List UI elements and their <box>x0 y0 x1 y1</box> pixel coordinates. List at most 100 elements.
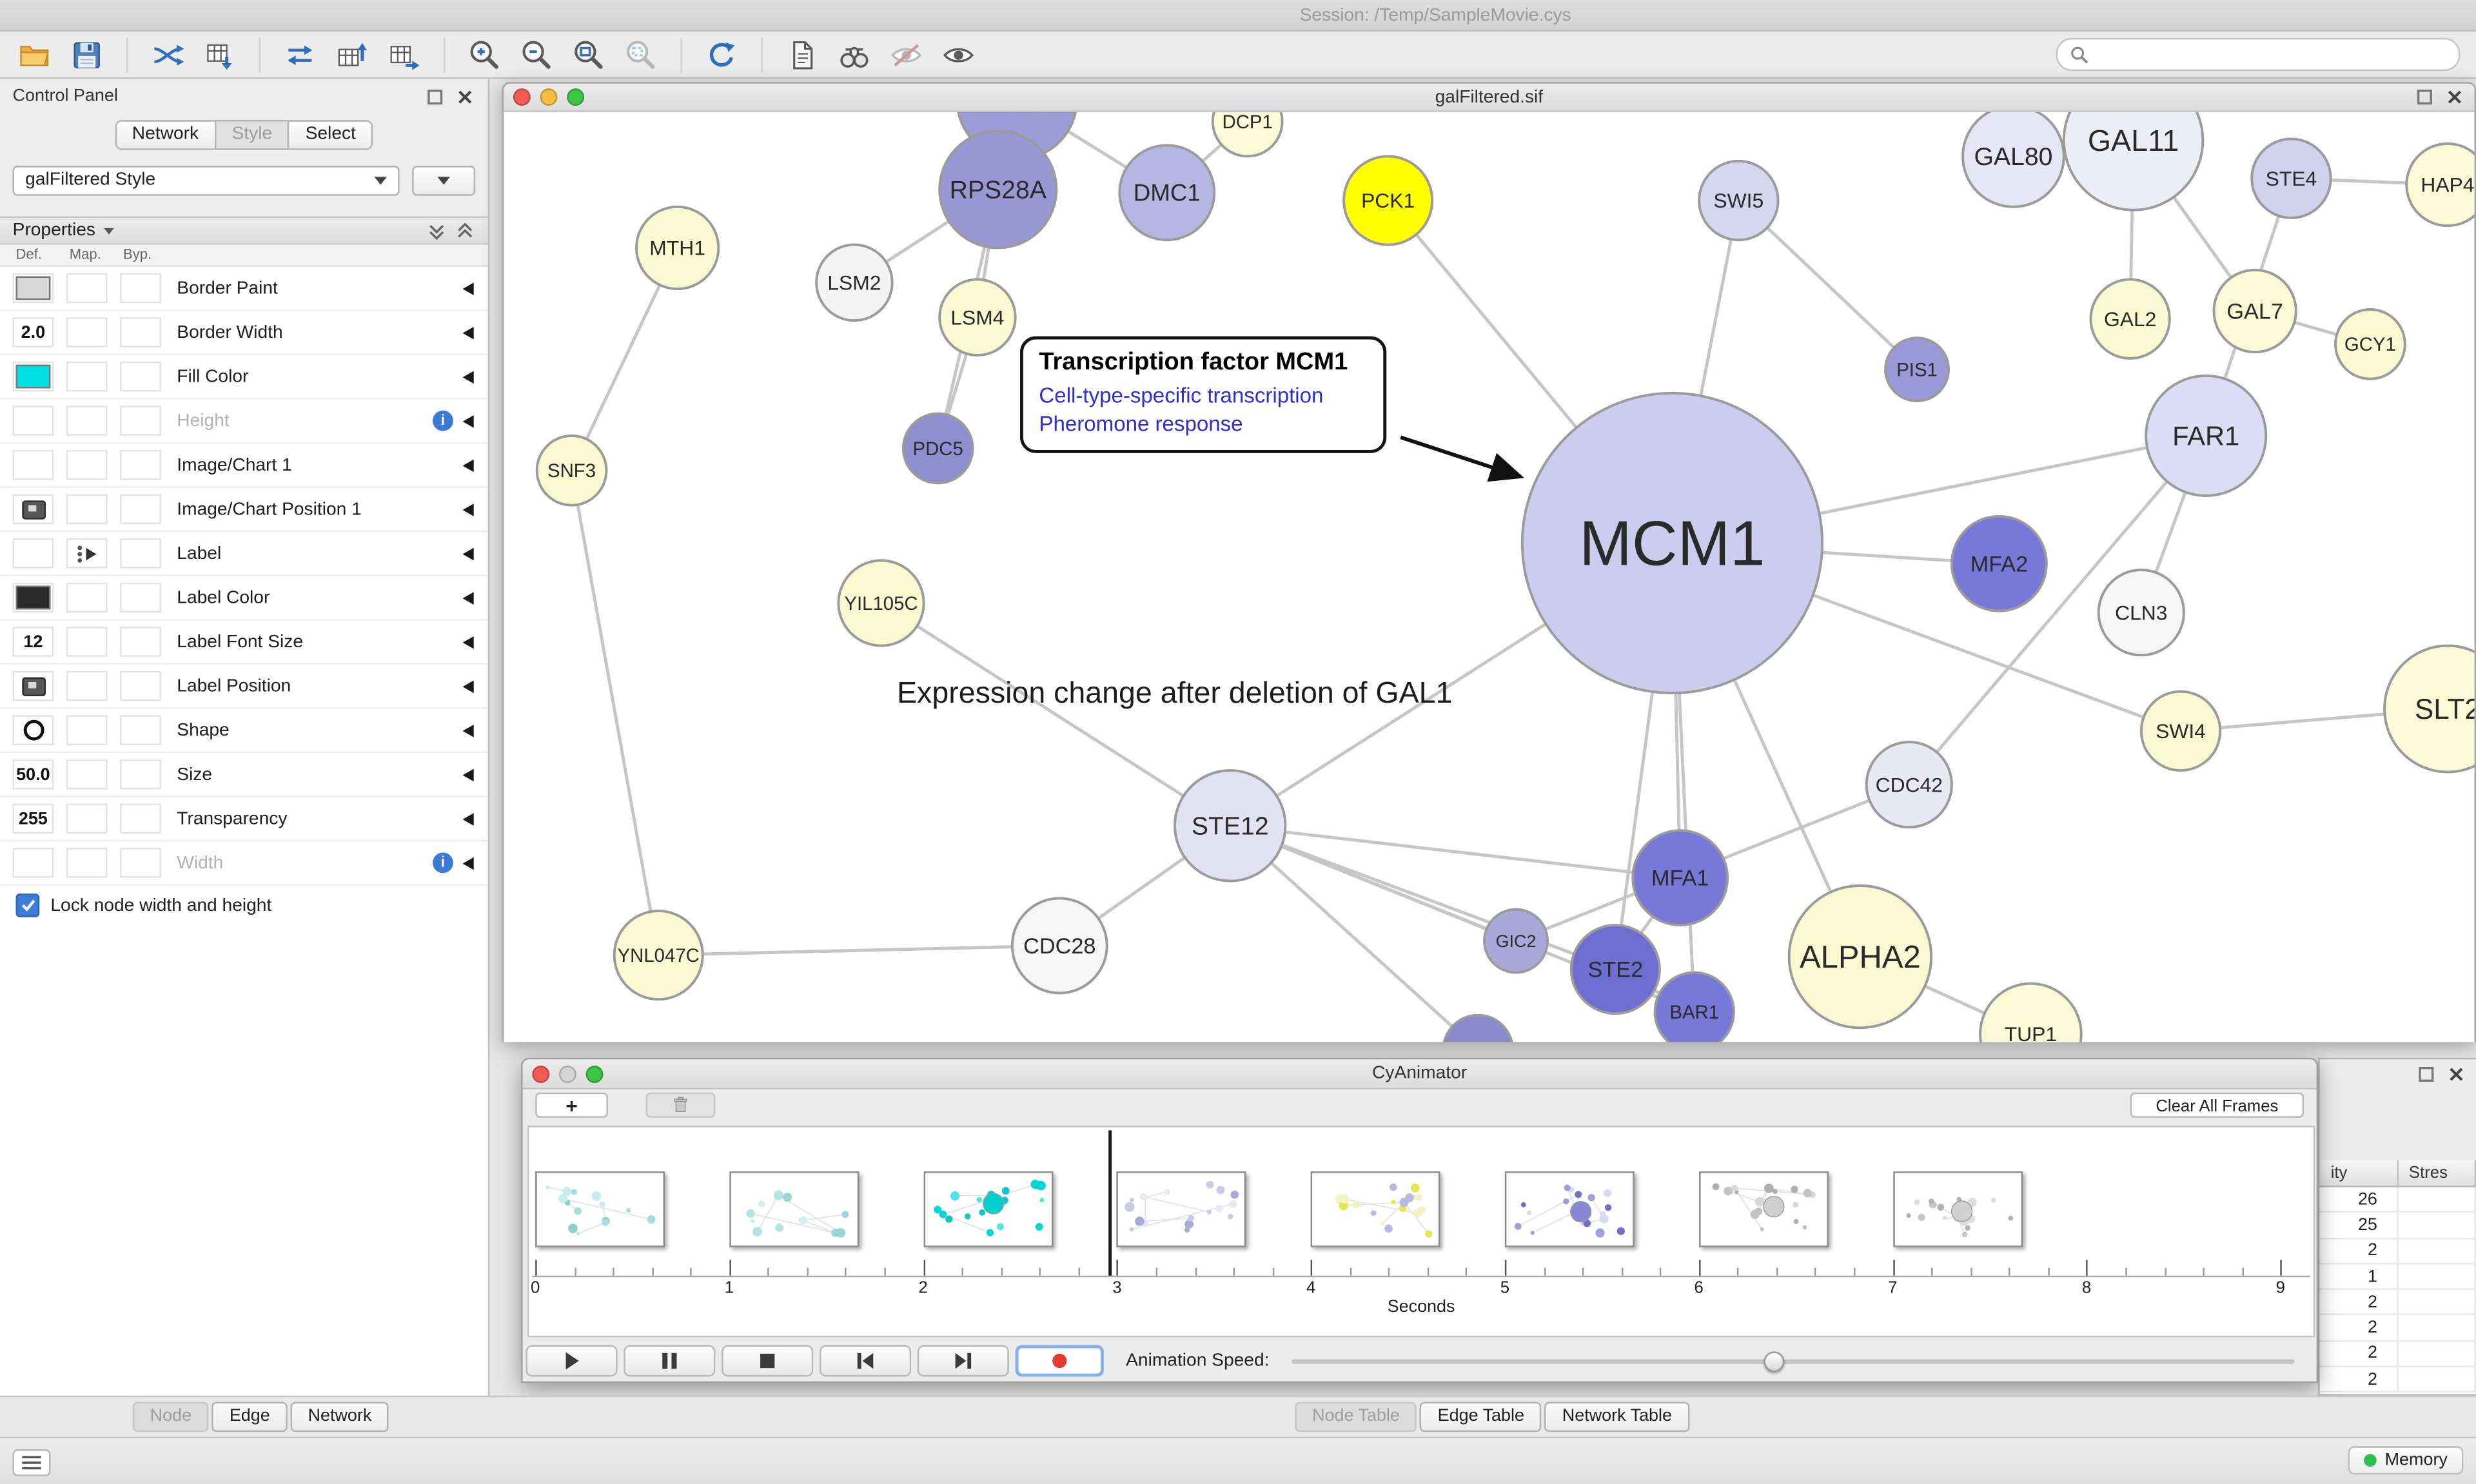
node-slt2[interactable]: SLT2 <box>2383 644 2475 774</box>
close-window-icon[interactable] <box>513 88 531 106</box>
panel-tab-network[interactable]: Network <box>290 1401 389 1432</box>
property-row-label-color[interactable]: Label Color <box>0 576 488 621</box>
find-button[interactable] <box>836 35 874 73</box>
close-panel-icon[interactable] <box>455 86 475 106</box>
expand-arrow-icon[interactable] <box>462 768 474 781</box>
frame-thumbnail-4[interactable] <box>1311 1171 1440 1247</box>
edge-snf3-ynl047c[interactable] <box>570 470 660 956</box>
copy-document-button[interactable] <box>783 35 821 73</box>
info-icon[interactable] <box>433 852 453 874</box>
node-far1[interactable]: FAR1 <box>2145 374 2268 497</box>
node-ste12[interactable]: STE12 <box>1174 769 1287 883</box>
zoom-selected-button[interactable] <box>622 35 660 73</box>
node-snf3[interactable]: SNF3 <box>535 434 608 507</box>
stop-button[interactable] <box>722 1345 814 1377</box>
node-pck1[interactable]: PCK1 <box>1342 155 1434 246</box>
first-neighbors-button[interactable] <box>281 35 319 73</box>
expand-all-icon[interactable] <box>426 220 447 241</box>
expand-arrow-icon[interactable] <box>462 282 474 295</box>
panel-tab-node[interactable]: Node <box>132 1401 209 1432</box>
expand-arrow-icon[interactable] <box>462 856 474 870</box>
annotation-arrow[interactable] <box>1400 435 1524 482</box>
expand-arrow-icon[interactable] <box>462 547 474 560</box>
node-hap4[interactable]: HAP4 <box>2405 142 2475 228</box>
property-map-cell[interactable] <box>66 582 108 613</box>
node-pis1[interactable]: PIS1 <box>1884 337 1950 402</box>
task-history-button[interactable] <box>12 1449 51 1476</box>
property-def-cell[interactable] <box>12 273 54 304</box>
tab-style[interactable]: Style <box>214 120 290 150</box>
table-row[interactable]: 2 <box>2319 1290 2476 1316</box>
record-button[interactable] <box>1015 1345 1104 1377</box>
expand-arrow-icon[interactable] <box>462 326 474 339</box>
search-box[interactable] <box>2056 37 2461 72</box>
minimize-window-icon[interactable] <box>540 88 558 106</box>
property-byp-cell[interactable] <box>120 494 161 525</box>
tab-network[interactable]: Network <box>114 120 217 150</box>
table-tab-network-table[interactable]: Network Table <box>1544 1401 1689 1432</box>
close-window-icon[interactable] <box>532 1064 550 1082</box>
expand-arrow-icon[interactable] <box>462 502 474 516</box>
float-window-icon[interactable] <box>2414 87 2435 108</box>
property-row-shape[interactable]: Shape <box>0 709 488 754</box>
property-row-height[interactable]: Height <box>0 400 488 444</box>
float-panel-icon[interactable] <box>425 86 446 106</box>
property-map-cell[interactable] <box>66 317 108 347</box>
property-def-cell[interactable]: 2.0 <box>12 317 54 347</box>
node-ste2[interactable]: STE2 <box>1569 924 1661 1015</box>
property-def-cell[interactable] <box>12 670 54 701</box>
node-dcp1[interactable]: DCP1 <box>1211 112 1284 158</box>
node-yil105c[interactable]: YIL105C <box>837 559 925 647</box>
node-mfa2[interactable]: MFA2 <box>1950 514 2048 612</box>
edge-yil105c-ste12[interactable] <box>880 601 1232 827</box>
next-button[interactable] <box>917 1345 1009 1377</box>
property-row-label[interactable]: Label <box>0 532 488 576</box>
table-cell[interactable]: 2 <box>2320 1238 2398 1263</box>
global-search-input[interactable] <box>2097 43 2446 66</box>
table-cell[interactable] <box>2398 1213 2476 1238</box>
table-row[interactable]: 25 <box>2319 1213 2476 1239</box>
info-icon[interactable] <box>433 410 453 431</box>
table-row[interactable]: 26 <box>2319 1187 2476 1213</box>
node-gal11[interactable]: GAL11 <box>2062 112 2205 211</box>
node-mth1[interactable]: MTH1 <box>634 205 720 291</box>
slider-track[interactable] <box>1291 1359 2295 1364</box>
new-network-from-selection-button[interactable] <box>333 35 371 73</box>
table-row[interactable]: 2 <box>2319 1316 2476 1342</box>
frame-thumbnail-1[interactable] <box>729 1171 859 1247</box>
table-cell[interactable] <box>2398 1264 2476 1289</box>
property-row-image-chart-position-1[interactable]: Image/Chart Position 1 <box>0 488 488 532</box>
property-def-cell[interactable] <box>12 848 54 878</box>
property-row-width[interactable]: Width <box>0 841 488 886</box>
property-def-cell[interactable] <box>12 538 54 569</box>
frame-thumbnail-0[interactable] <box>535 1171 665 1247</box>
expand-arrow-icon[interactable] <box>462 591 474 604</box>
delete-frame-button[interactable] <box>645 1092 716 1118</box>
property-byp-cell[interactable] <box>120 317 161 347</box>
frame-thumbnail-7[interactable] <box>1892 1171 2023 1247</box>
node-swi4[interactable]: SWI4 <box>2139 690 2222 772</box>
table-tab-edge-table[interactable]: Edge Table <box>1420 1401 1542 1432</box>
maximize-window-icon[interactable] <box>567 88 585 106</box>
node-swi5[interactable]: SWI5 <box>1698 159 1780 242</box>
property-map-cell[interactable] <box>66 627 108 657</box>
property-def-cell[interactable] <box>12 449 54 480</box>
property-def-cell[interactable] <box>12 494 54 525</box>
tab-select[interactable]: Select <box>288 120 373 150</box>
node-gal2[interactable]: GAL2 <box>2089 278 2171 360</box>
edge-ste12-mfa1[interactable] <box>1230 824 1680 880</box>
node-bar1[interactable]: BAR1 <box>1653 971 1735 1042</box>
table-row[interactable]: 1 <box>2319 1264 2476 1291</box>
zoom-out-button[interactable] <box>518 35 556 73</box>
property-map-cell[interactable] <box>66 759 108 790</box>
canvas-caption[interactable]: Expression change after deletion of GAL1 <box>897 677 1453 711</box>
memory-button[interactable]: Memory <box>2348 1446 2464 1475</box>
property-byp-cell[interactable] <box>120 670 161 701</box>
node-mcm1[interactable]: MCM1 <box>1520 391 1824 695</box>
add-frame-button[interactable]: + <box>535 1092 608 1118</box>
clone-network-button[interactable] <box>386 35 424 73</box>
style-options-button[interactable] <box>412 164 476 195</box>
